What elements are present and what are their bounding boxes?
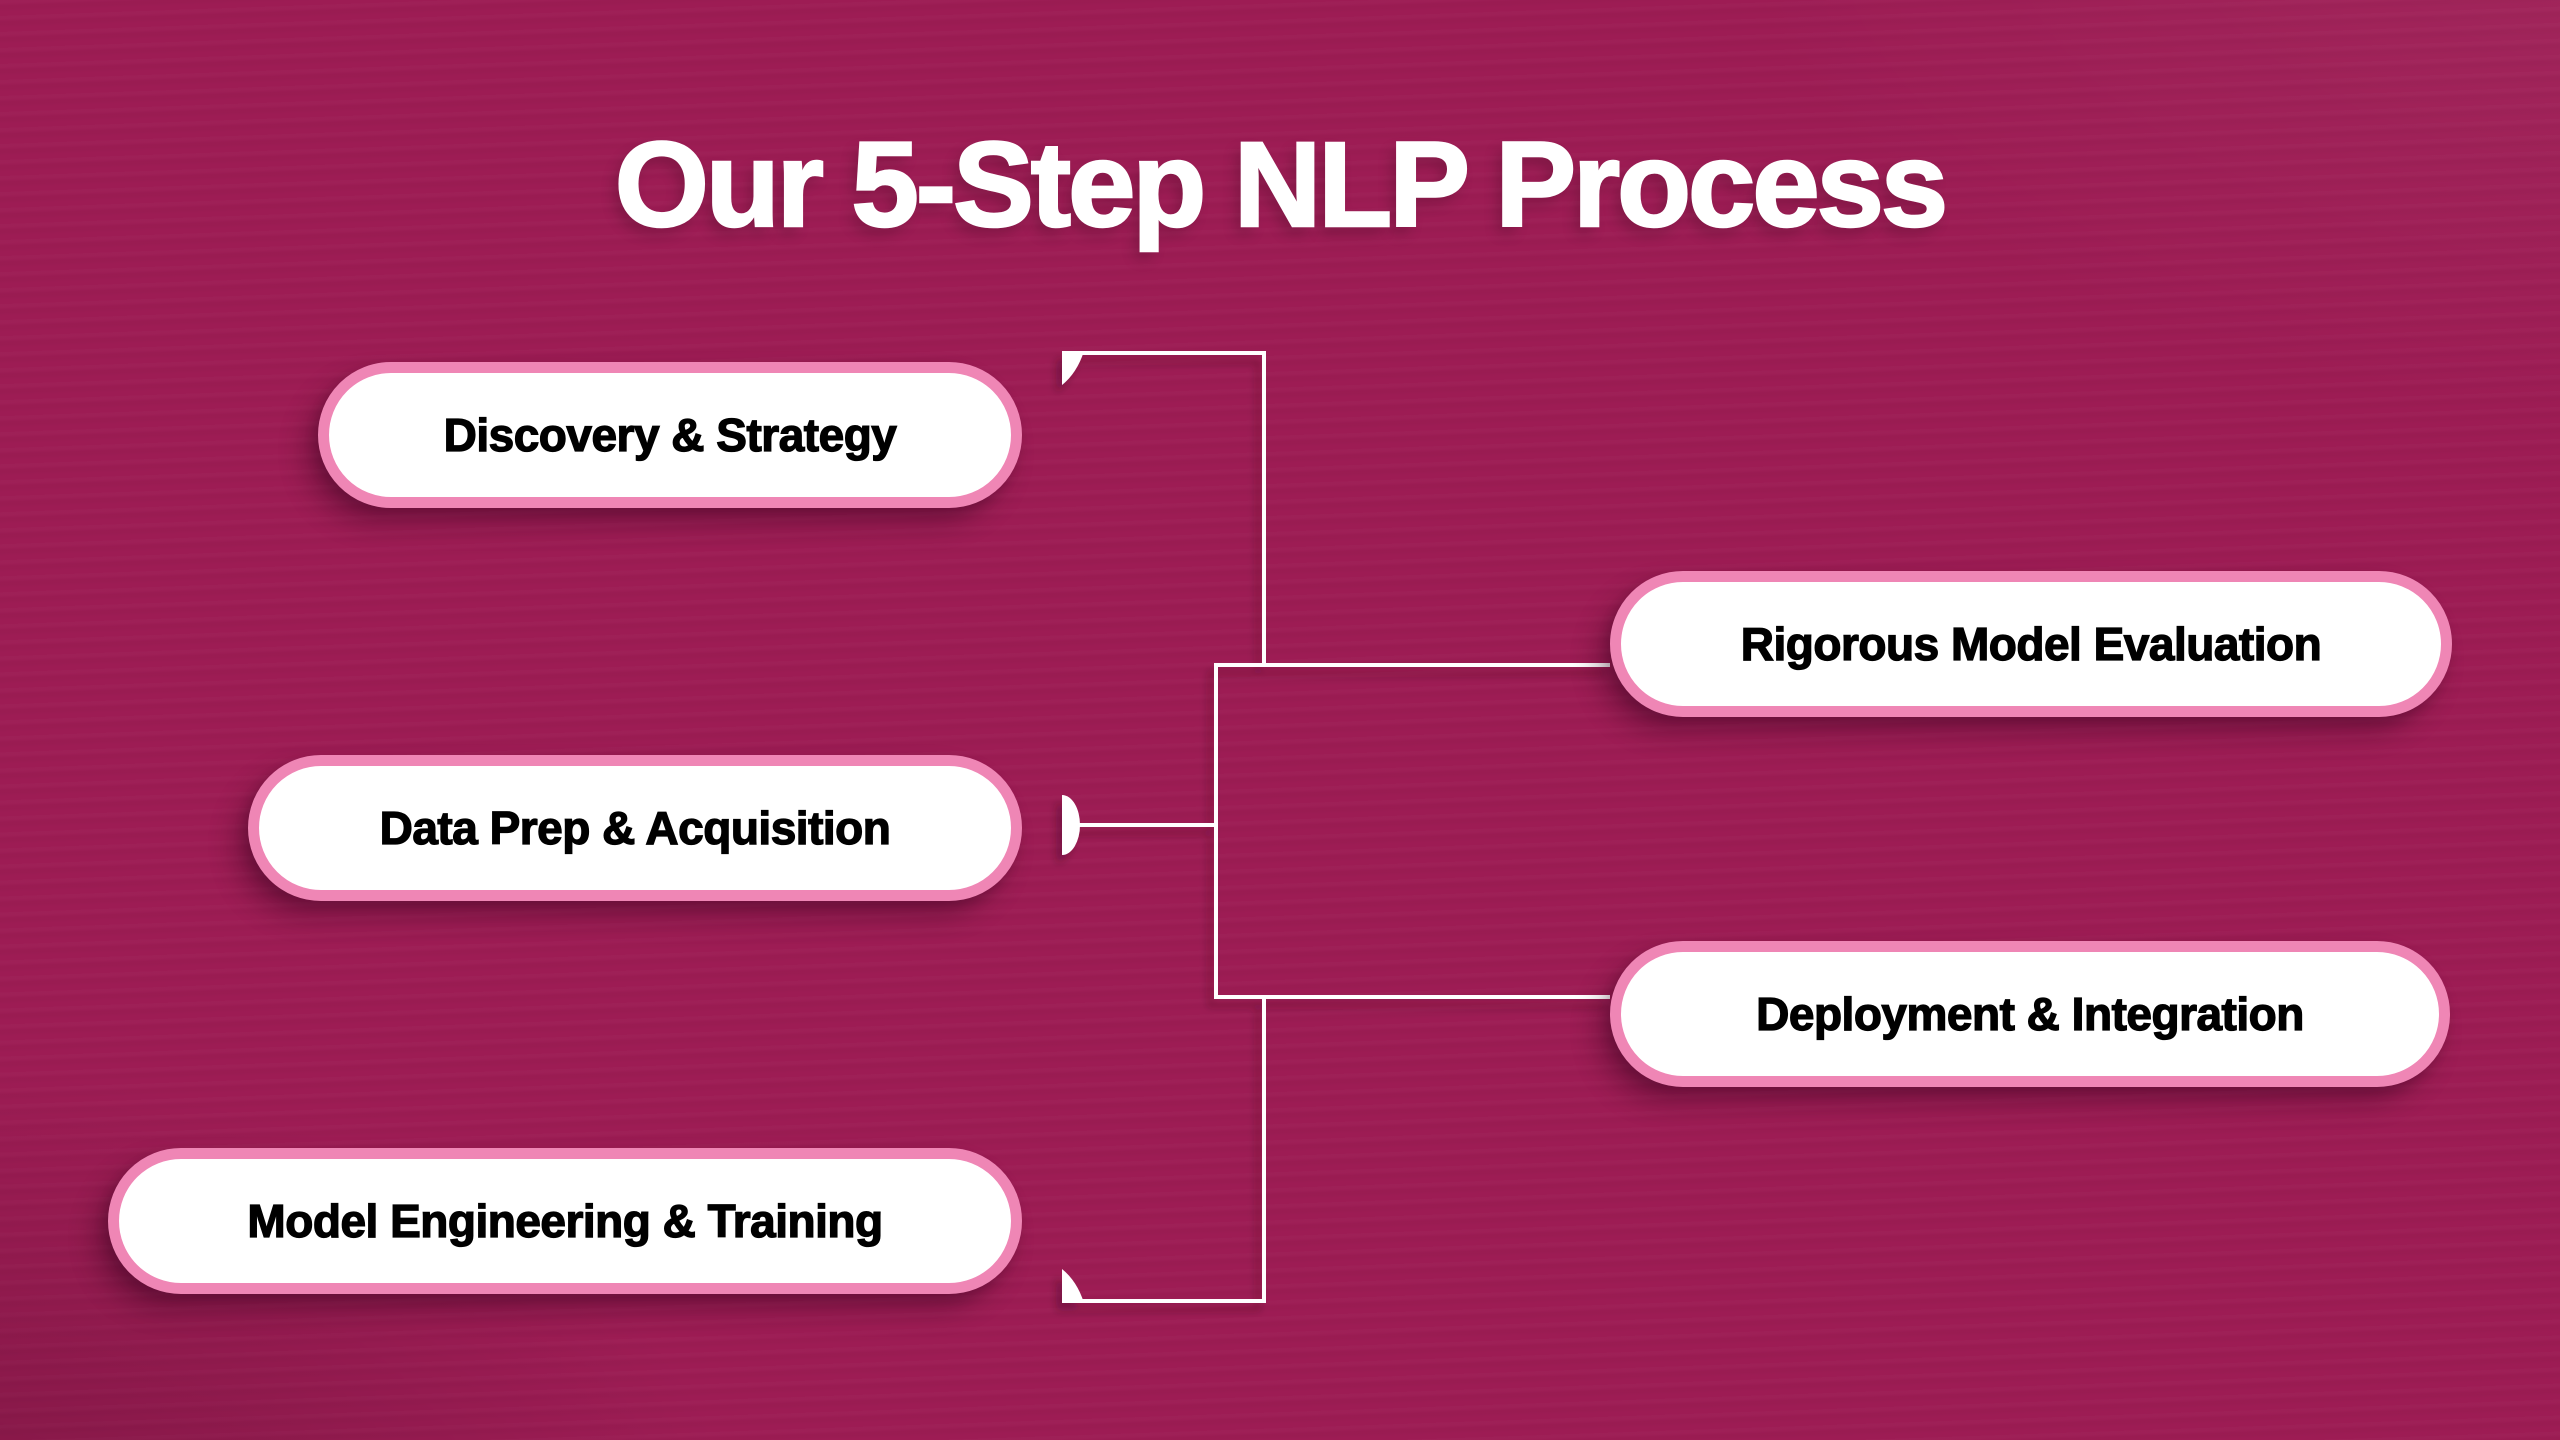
step-box-deployment: Deployment & Integration bbox=[1610, 941, 2450, 1087]
step-label-evaluation: Rigorous Model Evaluation bbox=[1740, 617, 2322, 670]
ribbon-wedge-bottom-icon bbox=[1062, 1269, 1084, 1303]
half-circle-bracket-icon bbox=[1062, 795, 1080, 855]
step-box-evaluation: Rigorous Model Evaluation bbox=[1610, 571, 2452, 717]
step-label-discovery: Discovery & Strategy bbox=[443, 408, 898, 461]
step-label-deployment: Deployment & Integration bbox=[1755, 987, 2305, 1040]
step-box-discovery: Discovery & Strategy bbox=[318, 362, 1022, 508]
connector-middle-rails bbox=[1214, 663, 1610, 999]
page-title: Our 5-Step NLP Process bbox=[614, 116, 1950, 252]
connector-top-run bbox=[1063, 351, 1266, 665]
ribbon-wedge-top-icon bbox=[1062, 351, 1084, 385]
step-box-data-prep: Data Prep & Acquisition bbox=[248, 755, 1022, 901]
step-box-model-engineering: Model Engineering & Training bbox=[108, 1148, 1022, 1294]
connector-bottom-run bbox=[1063, 997, 1266, 1303]
step-label-model-engineering: Model Engineering & Training bbox=[247, 1194, 884, 1247]
step-label-data-prep: Data Prep & Acquisition bbox=[379, 801, 892, 854]
